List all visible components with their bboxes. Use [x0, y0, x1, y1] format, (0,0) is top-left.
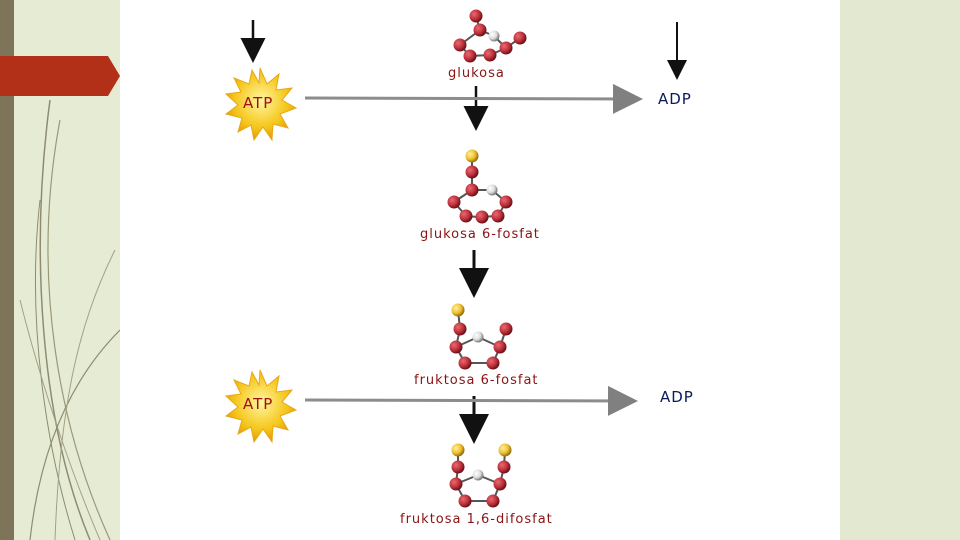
adp-label-2: ADP — [660, 388, 694, 406]
energy-arrow-2 — [304, 385, 638, 416]
sun-burst-icon — [224, 369, 298, 444]
right-decor-panel — [840, 0, 960, 540]
flow-arrows — [240, 20, 687, 444]
label-glucose: glukosa — [448, 66, 505, 81]
sun-burst-icon — [224, 67, 298, 142]
diagram-slide: glukosa glukosa 6-fosfat fruktosa 6-fosf… — [120, 0, 840, 540]
atp-label-2: ATP — [243, 395, 274, 413]
arrow-bullet-icon — [0, 56, 120, 96]
label-glucose-6-phosphate: glukosa 6-fosfat — [420, 227, 540, 242]
label-fructose-1-6-bisphosphate: fruktosa 1,6-difosfat — [400, 512, 553, 527]
adp-label-1: ADP — [658, 90, 692, 108]
label-fructose-6-phosphate: fruktosa 6-fosfat — [414, 373, 539, 388]
grass-decoration — [19, 99, 120, 540]
left-accent-stripe — [0, 0, 14, 540]
fructose-6-phosphate-molecule — [449, 303, 513, 370]
glycolysis-diagram — [224, 9, 687, 508]
glucose-molecule — [453, 9, 527, 63]
energy-arrow-1 — [304, 83, 643, 114]
glucose-6-phosphate-molecule — [447, 149, 513, 224]
atp-label-1: ATP — [243, 94, 274, 112]
fructose-1-6-bisphosphate-molecule — [449, 443, 512, 508]
